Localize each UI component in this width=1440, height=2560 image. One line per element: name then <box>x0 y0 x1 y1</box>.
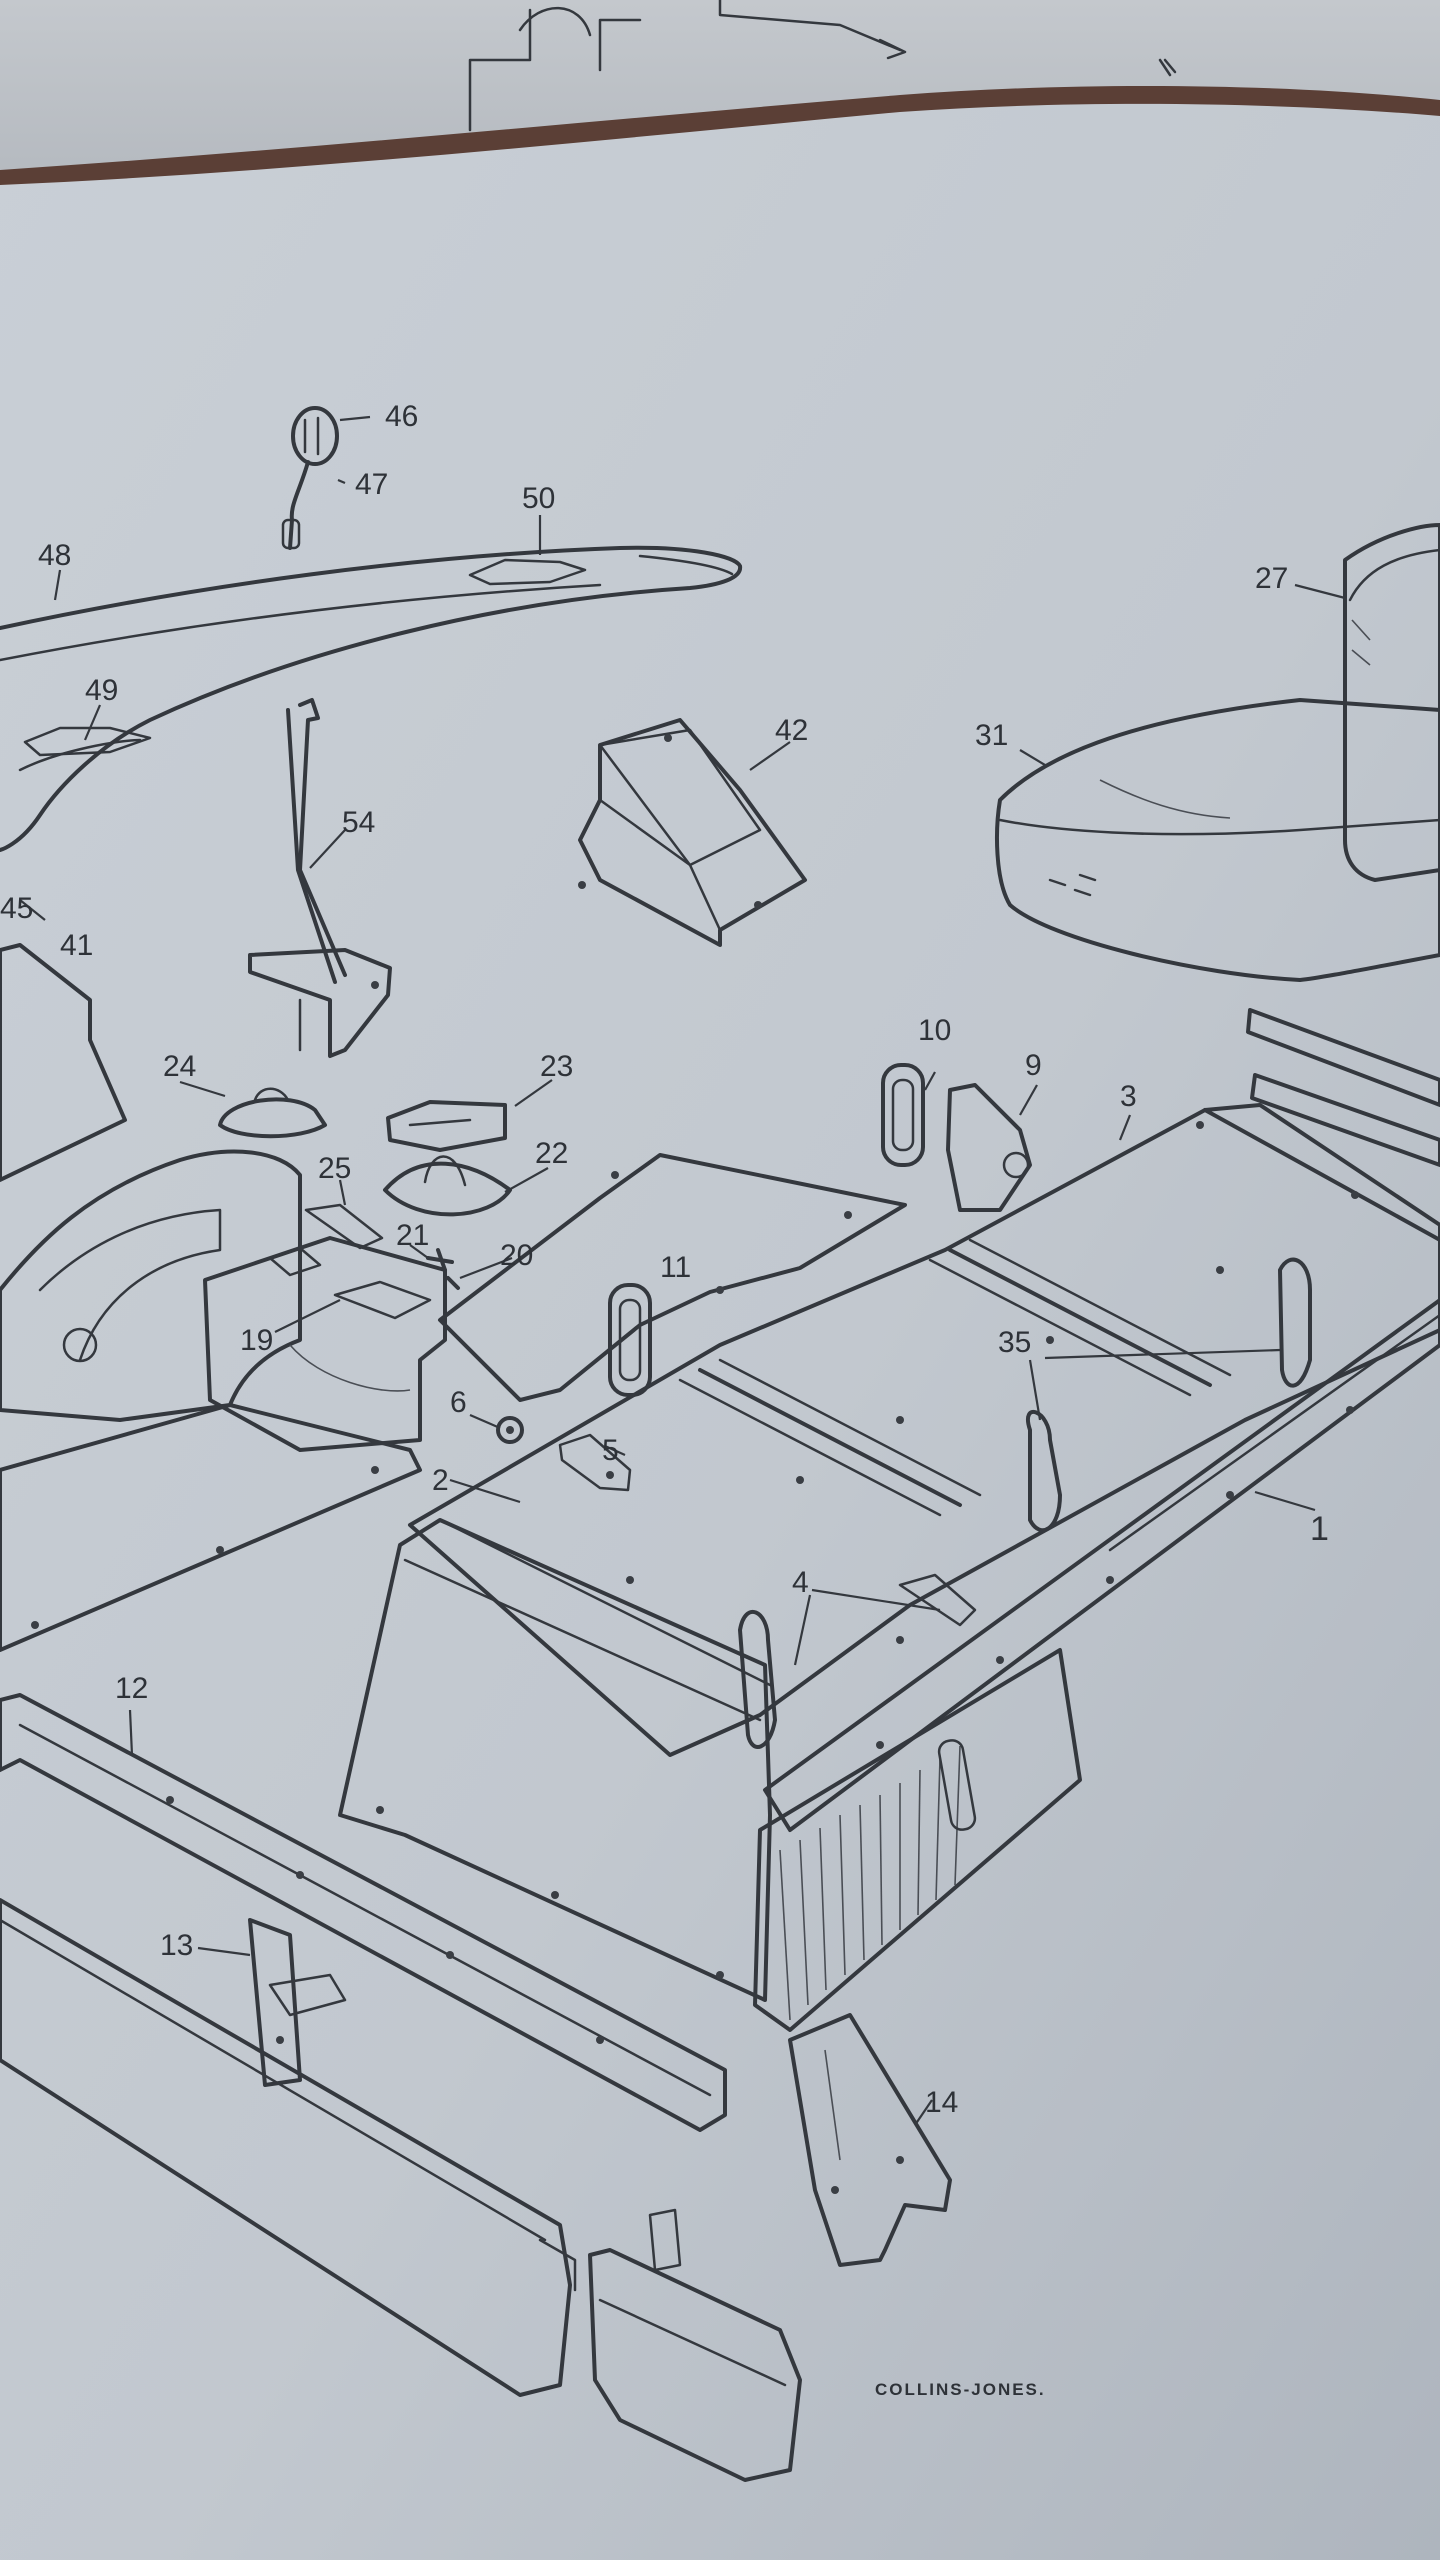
part-20-washer <box>446 1276 460 1290</box>
part-10-grommet <box>881 1063 925 1167</box>
part-21-bolt <box>426 1248 454 1272</box>
label-1: 1 <box>1310 1510 1329 1548</box>
part-3-floor-runners <box>1246 1008 1440 1167</box>
label-3: 3 <box>1120 1080 1137 1113</box>
label-54: 54 <box>342 806 375 839</box>
part-bottom-channel <box>588 2208 802 2482</box>
part-9-cover <box>946 1083 1032 1212</box>
part-5-bracket <box>558 1433 632 1492</box>
part-46-lamp <box>291 406 339 466</box>
label-45: 45 <box>0 892 33 925</box>
part-13-bracket <box>248 1918 347 2087</box>
part-19-pedal-box <box>203 1236 447 1452</box>
part-24-grommet <box>218 1087 327 1139</box>
part-seat-well <box>338 1518 772 2002</box>
part-heel-board <box>753 1648 1082 2032</box>
label-10: 10 <box>918 1014 951 1047</box>
part-41-panel <box>0 943 127 1182</box>
label-2: 2 <box>432 1464 449 1497</box>
label-23: 23 <box>540 1050 573 1083</box>
label-9: 9 <box>1025 1049 1042 1082</box>
part-4-seat-brackets <box>738 1573 977 1749</box>
label-24: 24 <box>163 1050 196 1083</box>
part-27-seat-back <box>1343 523 1440 882</box>
label-31: 31 <box>975 719 1008 752</box>
illustrator-credit: COLLINS-JONES. <box>875 2380 1046 2399</box>
part-42-box <box>578 718 807 947</box>
part-48-dashboard-rail <box>0 545 743 852</box>
label-48: 48 <box>38 539 71 572</box>
part-6-nut <box>496 1416 524 1444</box>
label-11: 11 <box>660 1251 691 1284</box>
part-50-fitting <box>468 558 587 586</box>
label-21: 21 <box>396 1219 429 1252</box>
label-41: 41 <box>60 929 93 962</box>
part-centre-floor-panel <box>438 1153 907 1402</box>
part-25-plate <box>304 1203 384 1250</box>
label-49: 49 <box>85 674 118 707</box>
label-35: 35 <box>998 1326 1031 1359</box>
part-49-fitting <box>23 726 152 757</box>
paper-sheet <box>0 103 1440 2560</box>
leader-lines <box>19 415 1346 2126</box>
part-lower-rail <box>0 1898 577 2397</box>
label-12: 12 <box>115 1672 148 1705</box>
part-gearbox-tunnel <box>0 1149 302 1422</box>
part-14-bracket <box>788 2013 952 2267</box>
label-5: 5 <box>602 1434 619 1467</box>
label-4: 4 <box>792 1566 809 1599</box>
label-20: 20 <box>500 1239 533 1272</box>
label-42: 42 <box>775 714 808 747</box>
label-47: 47 <box>355 468 388 501</box>
label-27: 27 <box>1255 562 1288 595</box>
label-14: 14 <box>925 2086 958 2119</box>
callout-labels-set: 46 47 48 50 49 54 42 31 27 45 41 24 23 2… <box>0 400 1329 2119</box>
part-left-floor-panel <box>0 1403 422 1652</box>
part-35-seat-brackets <box>1026 1257 1312 1533</box>
label-6: 6 <box>450 1386 467 1419</box>
part-47-lamp-stem <box>281 460 310 550</box>
label-13: 13 <box>160 1929 193 1962</box>
label-25: 25 <box>318 1152 351 1185</box>
part-12-cross-member <box>0 1693 727 2132</box>
label-19: 19 <box>240 1324 273 1357</box>
part-54-bracket <box>248 698 392 1058</box>
label-46: 46 <box>385 400 418 433</box>
label-22: 22 <box>535 1137 568 1170</box>
part-23-bracket <box>386 1100 507 1152</box>
label-50: 50 <box>522 482 555 515</box>
part-31-seat-cushion <box>995 698 1440 982</box>
